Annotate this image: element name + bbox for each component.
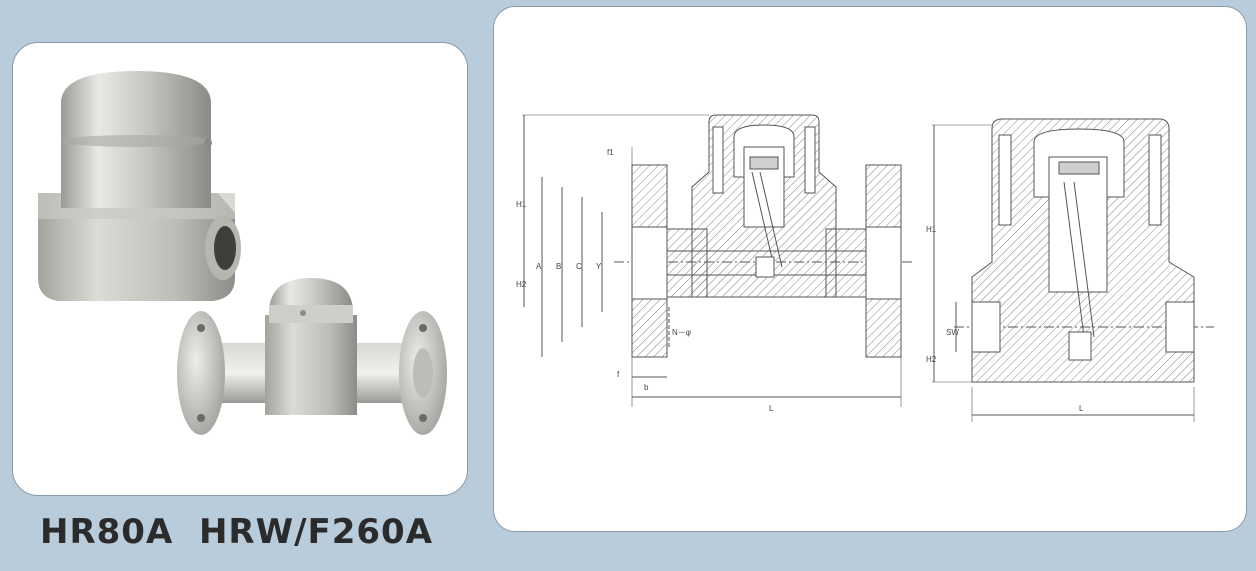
label-H2-right: H2 [926, 355, 937, 364]
label-H1-right: H1 [926, 225, 937, 234]
model-name-hr80a: HR80A [40, 512, 174, 552]
flanged-trap-section-drawing [522, 114, 914, 407]
label-Y: Y [596, 262, 602, 271]
label-f: f [617, 370, 620, 379]
label-H2-left: H2 [516, 280, 527, 289]
label-b: b [644, 383, 649, 392]
label-L-right: L [1079, 404, 1084, 413]
product-photo-card [12, 42, 468, 496]
left-drawing-labels: f1 f b L H1 H2 A B C Y N－φ [516, 148, 774, 413]
label-B: B [556, 262, 561, 271]
label-SW: SW [946, 328, 959, 337]
model-caption: HR80A HRW/F260A [40, 512, 433, 552]
label-C: C [576, 262, 582, 271]
label-L-left: L [769, 404, 774, 413]
label-f1: f1 [607, 148, 614, 157]
label-A: A [536, 262, 542, 271]
technical-drawing: f1 f b L H1 H2 A B C Y N－φ [516, 114, 1214, 422]
product-photo [38, 71, 447, 435]
label-H1-left: H1 [516, 200, 527, 209]
steam-trap-hrwf260a-image [177, 278, 447, 435]
right-drawing-labels: H1 H2 SW L [926, 225, 1084, 413]
technical-drawing-card: f1 f b L H1 H2 A B C Y N－φ [493, 6, 1247, 532]
model-name-hrwf260a: HRW/F260A [198, 512, 434, 552]
steam-trap-hr80a-image [38, 71, 241, 301]
label-N-phi: N－φ [672, 328, 691, 337]
socket-weld-trap-section-drawing [932, 118, 1214, 422]
